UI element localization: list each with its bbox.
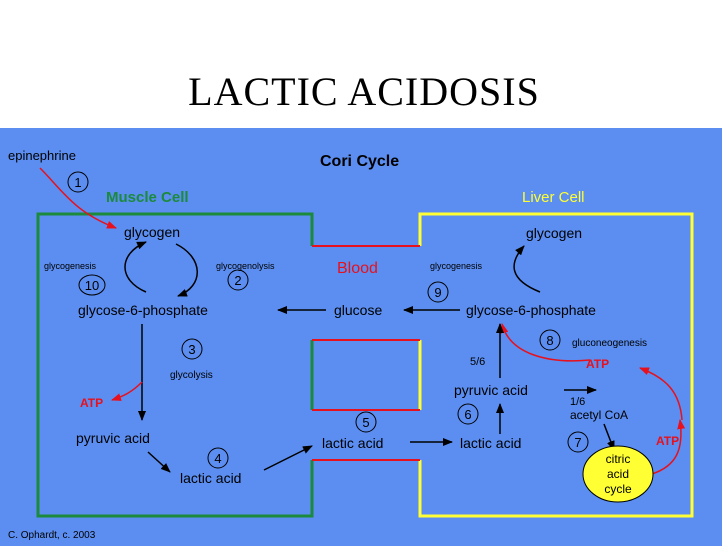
svg-text:3: 3 [188,342,195,357]
muscle-atp: ATP [80,396,103,410]
svg-text:cycle: cycle [604,482,632,496]
step-circle-8: 8 [539,329,561,351]
svg-text:10: 10 [85,278,99,293]
liver-lactic: lactic acid [460,435,521,451]
svg-text:2: 2 [234,273,241,288]
svg-text:8: 8 [546,333,553,348]
muscle-g6p: glycose-6-phosphate [78,302,208,318]
liver-glycogenesis-arrow [513,245,541,293]
muscle-glycogenesis: glycogenesis [44,261,97,271]
liver-atp2: ATP [656,434,679,448]
gluconeogenesis-arrow [500,323,591,362]
muscle-atp-arrow [111,381,143,401]
step-circle-3: 3 [181,338,203,360]
slide-title: LACTIC ACIDOSIS [188,69,540,114]
pyruvic-to-lactic-arrow [147,451,171,473]
svg-text:acid: acid [607,467,629,481]
step-circle-4: 4 [207,447,229,469]
svg-text:7: 7 [574,435,581,450]
liver-atp1: ATP [586,357,609,371]
step-circle-7: 7 [567,431,589,453]
atp-loop-arrow [639,367,683,421]
svg-text:citric: citric [606,452,631,466]
glycolysis-label: glycolysis [170,370,213,381]
step-circle-5: 5 [355,411,377,433]
diagram-heading: Cori Cycle [320,153,399,170]
step-circle-1: 1 [67,171,89,193]
blood-glucose: glucose [334,302,382,318]
gluconeogenesis-label: gluconeogenesis [572,338,647,349]
liver-glycogen: glycogen [526,225,582,241]
svg-text:1: 1 [74,175,81,190]
liver-cell-label: Liver Cell [522,189,585,206]
step-circle-6: 6 [457,403,479,425]
frac-label: 1/6 [570,396,585,408]
blood-label: Blood [337,260,378,277]
step-circle-10: 10 [78,274,106,296]
svg-text:4: 4 [214,451,221,466]
muscle-cycle-arrow-left [124,241,147,293]
citric-acid-cycle: citric acid cycle [582,445,654,503]
muscle-glycogen: glycogen [124,224,180,240]
muscle-cycle-arrow-right [175,243,198,297]
svg-text:6: 6 [464,407,471,422]
muscle-pyruvic: pyruvic acid [76,430,150,446]
svg-text:9: 9 [434,285,441,300]
cori-cycle-diagram: Cori Cycle Muscle Cell Liver Cell Blood [0,128,722,546]
acetyl-coa: acetyl CoA [570,408,628,422]
svg-text:5: 5 [362,415,369,430]
acetyl-to-citric-arrow [603,423,615,451]
step-circle-2: 2 [227,269,249,291]
ratio-label: 5/6 [470,356,485,368]
muscle-lactic: lactic acid [180,470,241,486]
blood-lactic: lactic acid [322,435,383,451]
muscle-cell-box [36,212,314,518]
epinephrine-arrow [39,167,117,229]
citric-atp-arrow [651,419,686,475]
liver-g6p: glycose-6-phosphate [466,302,596,318]
step-circle-9: 9 [427,281,449,303]
epinephrine-label: epinephrine [8,148,76,163]
muscle-to-blood-lactic-arrow [263,445,313,471]
muscle-cell-label: Muscle Cell [106,189,189,206]
muscle-glycogenolysis: glycogenolysis [216,261,275,271]
liver-cell-box [418,212,694,518]
liver-pyruvic: pyruvic acid [454,382,528,398]
credit-text: C. Ophardt, c. 2003 [8,530,96,541]
blood-channel [312,245,420,461]
liver-glycogenesis: glycogenesis [430,261,483,271]
